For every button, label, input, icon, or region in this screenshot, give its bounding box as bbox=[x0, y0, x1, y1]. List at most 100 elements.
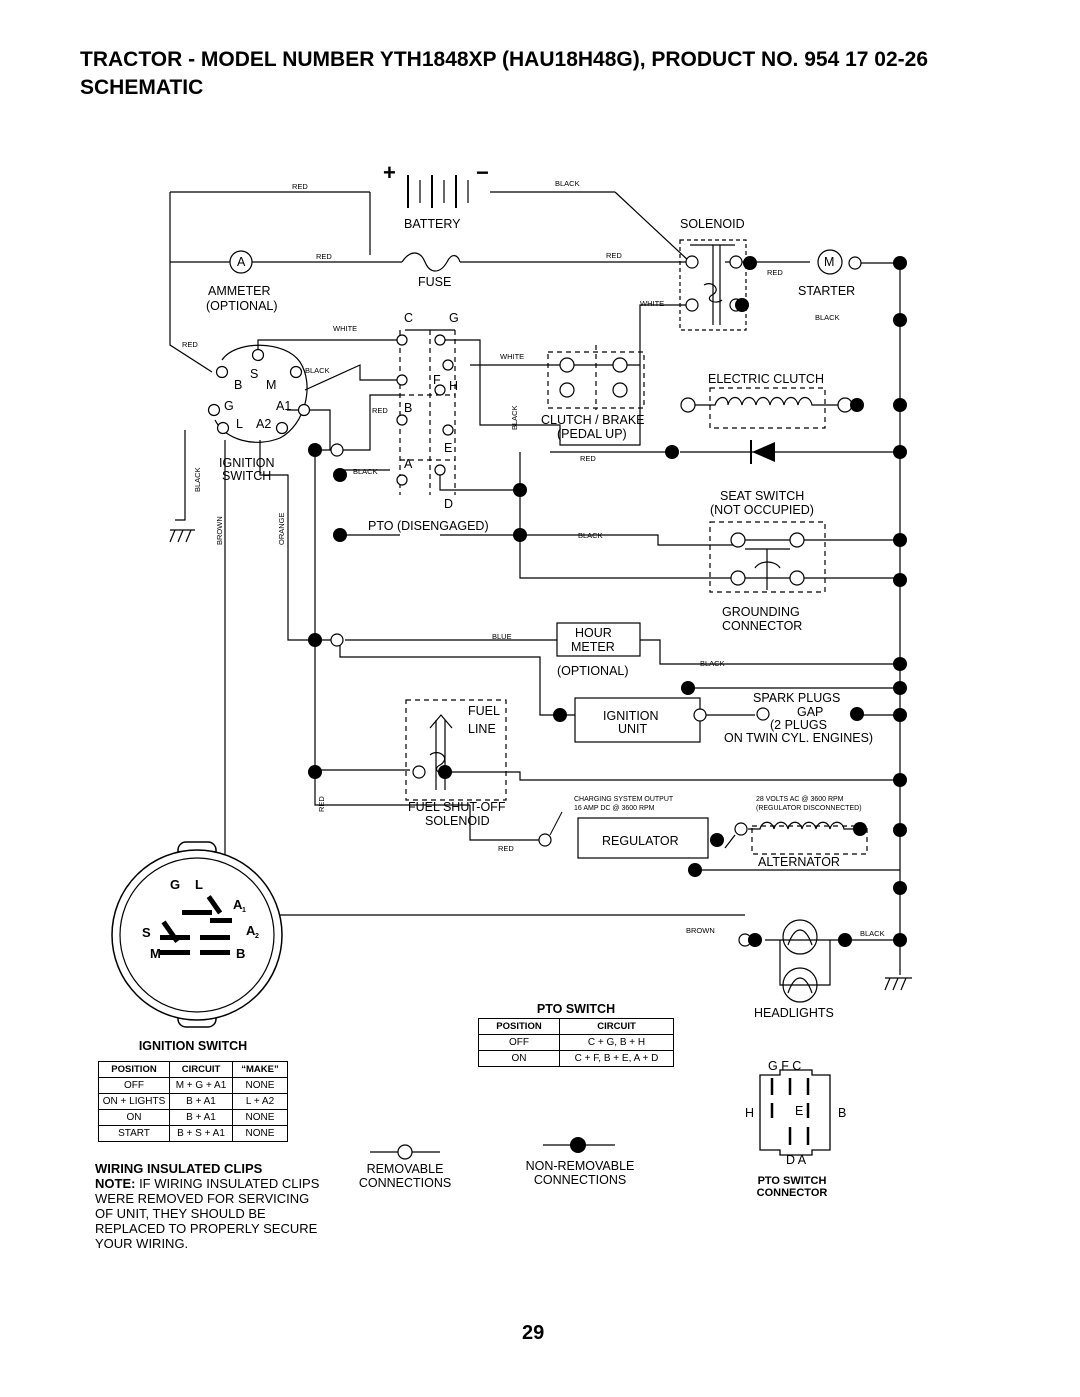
charging-output-label-2: 16 AMP DC @ 3600 RPM bbox=[574, 805, 655, 812]
wire-label-brown-2: BROWN bbox=[686, 926, 715, 935]
table-cell: C + G, B + H bbox=[559, 1034, 674, 1051]
ign-term-g: G bbox=[224, 399, 234, 413]
face-label-a2: A bbox=[246, 923, 256, 938]
clutch-brake-switch-icon bbox=[547, 345, 645, 410]
pto-header-position: POSITION bbox=[478, 1018, 560, 1035]
wire-label-red-7: RED bbox=[580, 454, 596, 463]
wire-starter-ground bbox=[725, 261, 901, 945]
wire-white bbox=[257, 339, 400, 355]
wire-black-battery bbox=[490, 191, 691, 263]
charging-output-label: CHARGING SYSTEM OUTPUT bbox=[574, 796, 674, 803]
table-cell: OFF bbox=[98, 1077, 170, 1094]
meter-label: METER bbox=[571, 640, 615, 654]
wire-white-clutch bbox=[470, 304, 690, 410]
wire-black-a bbox=[340, 469, 520, 491]
ign-term-b: B bbox=[234, 378, 242, 392]
wire-label-white-2: WHITE bbox=[333, 324, 357, 333]
non-removable-label-2: CONNECTIONS bbox=[533, 1173, 627, 1187]
table-cell: B + A1 bbox=[169, 1093, 233, 1110]
wire-label-white-1: WHITE bbox=[640, 299, 664, 308]
pto-connector-h: H bbox=[745, 1106, 754, 1120]
wire-label-red-8: RED bbox=[317, 796, 326, 812]
non-removable-legend-icon bbox=[543, 1137, 615, 1153]
ignition-switch-icon bbox=[207, 344, 311, 443]
regulator-connector-icon bbox=[538, 833, 552, 847]
fuel-label: FUEL bbox=[468, 704, 500, 718]
face-label-a1-sub: 1 bbox=[242, 907, 246, 914]
battery-minus-label: − bbox=[476, 160, 489, 185]
ignition-unit-icon bbox=[574, 697, 701, 743]
pto-term-h: H bbox=[449, 379, 458, 393]
wire-black-ign bbox=[304, 364, 400, 391]
ign-term-m: M bbox=[266, 378, 276, 392]
wire-label-red-2: RED bbox=[316, 252, 332, 261]
wire-red-ammeter bbox=[169, 262, 213, 373]
regulator-icon bbox=[577, 817, 709, 859]
face-label-s: S bbox=[142, 925, 151, 940]
wire-black-clutch bbox=[510, 410, 641, 446]
wire-label-brown-1: BROWN bbox=[215, 516, 224, 545]
pedal-up-label: (PEDAL UP) bbox=[557, 427, 627, 441]
solenoid-label: SOLENOID bbox=[680, 217, 745, 231]
wire-label-black-4: BLACK bbox=[353, 467, 378, 476]
wiring-clips-note: WIRING INSULATED CLIPS NOTE: IF WIRING I… bbox=[95, 1161, 325, 1251]
removable-label-2: CONNECTIONS bbox=[358, 1176, 452, 1190]
hour-label: HOUR bbox=[575, 626, 612, 640]
regulator-label: REGULATOR bbox=[602, 834, 679, 848]
wire-red-reg bbox=[314, 770, 540, 841]
spark-plug-icon bbox=[756, 707, 770, 721]
page-number: 29 bbox=[522, 1322, 545, 1344]
face-label-a1: A bbox=[233, 897, 243, 912]
table-cell: ON bbox=[478, 1050, 560, 1067]
table-cell: NONE bbox=[232, 1109, 288, 1126]
ammeter-symbol: A bbox=[237, 255, 246, 269]
ammeter-optional: (OPTIONAL) bbox=[206, 299, 278, 313]
wire-label-blue: BLUE bbox=[492, 632, 512, 641]
battery-plus-label: + bbox=[383, 160, 396, 185]
non-removable-legend-label: NON-REMOVABLE CONNECTIONS bbox=[505, 1159, 655, 1187]
pto-term-e: E bbox=[444, 441, 452, 455]
table-cell: ON bbox=[98, 1109, 170, 1126]
pto-term-b: B bbox=[404, 401, 412, 415]
pto-switch-connector-icon bbox=[759, 1069, 831, 1156]
wire-label-red-9: RED bbox=[498, 844, 514, 853]
headlights-label: HEADLIGHTS bbox=[754, 1006, 834, 1020]
ignition-switch-label-2: SWITCH bbox=[222, 469, 271, 483]
wire-label-black-2: BLACK bbox=[815, 313, 840, 322]
ignition-switch-face-icon bbox=[111, 841, 283, 1028]
alternator-icon bbox=[724, 821, 868, 855]
ign-header-circuit: CIRCUIT bbox=[169, 1061, 233, 1078]
pto-connector-e: E bbox=[795, 1104, 803, 1118]
non-removable-label-1: NON-REMOVABLE bbox=[525, 1159, 635, 1173]
wire-red-ign bbox=[287, 394, 400, 451]
starter-label: STARTER bbox=[798, 284, 855, 298]
table-cell: C + F, B + E, A + D bbox=[559, 1050, 674, 1067]
fuel-solenoid-label: SOLENOID bbox=[425, 814, 490, 828]
pto-connector-top-letters: G F C bbox=[768, 1059, 801, 1073]
table-cell: ON + LIGHTS bbox=[98, 1093, 170, 1110]
pto-term-g: G bbox=[449, 311, 459, 325]
note-label: NOTE: bbox=[95, 1176, 136, 1191]
fuel-shutoff-label: FUEL SHUT-OFF bbox=[408, 800, 506, 814]
pto-term-d: D bbox=[444, 497, 453, 511]
wire-label-black-6: BLACK bbox=[510, 405, 519, 430]
wire-g bbox=[440, 339, 510, 426]
two-plugs-label: (2 PLUGS bbox=[770, 718, 827, 732]
ignition-unit-label-2: UNIT bbox=[618, 722, 648, 736]
face-label-l: L bbox=[195, 877, 203, 892]
wire-label-white-3: WHITE bbox=[500, 352, 524, 361]
wire-label-black-8: BLACK bbox=[700, 659, 725, 668]
wire-headlights-parallel bbox=[779, 940, 831, 986]
wire-label-red-3: RED bbox=[606, 251, 622, 260]
wire-label-red-4: RED bbox=[767, 268, 783, 277]
regulator-disconnected-label: (REGULATOR DISCONNECTED) bbox=[756, 805, 862, 812]
pto-switch-table-title: PTO SWITCH bbox=[536, 1002, 616, 1016]
battery-icon bbox=[407, 175, 469, 208]
pto-header-circuit: CIRCUIT bbox=[559, 1018, 674, 1035]
wire-label-orange: ORANGE bbox=[277, 512, 286, 545]
face-label-a2-sub: 2 bbox=[255, 933, 259, 940]
table-cell: START bbox=[98, 1125, 170, 1142]
wire-label-red-6: RED bbox=[372, 406, 388, 415]
seat-switch-icon bbox=[709, 521, 826, 593]
